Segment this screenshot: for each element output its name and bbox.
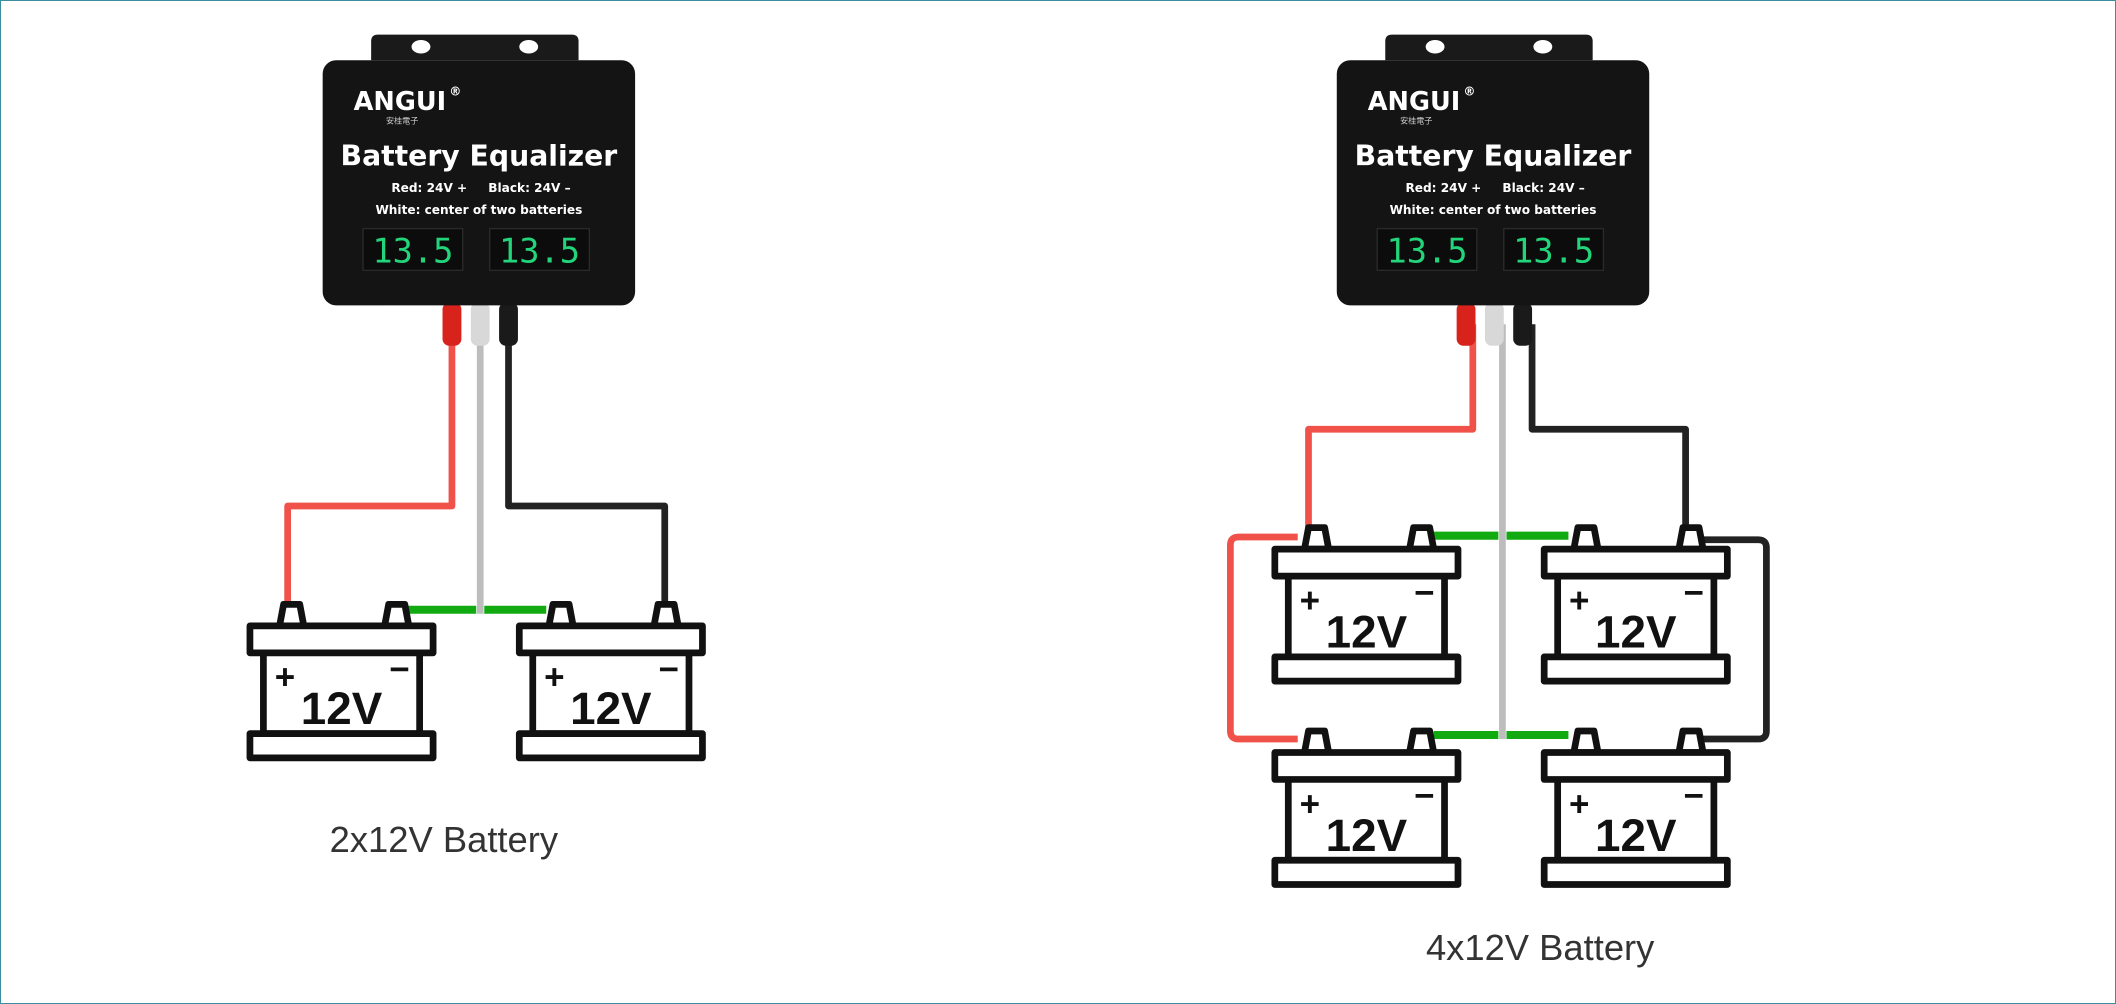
red-lead bbox=[1456, 302, 1476, 346]
battery-voltage: 12V bbox=[1326, 810, 1408, 861]
battery-body bbox=[1284, 570, 1448, 661]
battery-12v: + −12V bbox=[515, 600, 706, 762]
white-lead bbox=[1484, 302, 1504, 346]
brand-logo: ANGUI bbox=[1368, 87, 1460, 117]
battery-base bbox=[1271, 653, 1462, 685]
device-title: Battery Equalizer bbox=[1355, 139, 1632, 172]
battery-lid bbox=[1271, 545, 1462, 580]
brand-subtitle: 安桂電子 bbox=[1400, 116, 1432, 126]
label-red: Red: 24V + bbox=[1405, 181, 1481, 195]
voltage-readout: 13.5 bbox=[1513, 231, 1594, 270]
label-black: Black: 24V – bbox=[1502, 181, 1584, 195]
device-title: Battery Equalizer bbox=[341, 139, 618, 172]
plus-sign: + bbox=[1569, 785, 1589, 824]
caption-2x12v: 2x12V Battery bbox=[330, 819, 559, 860]
plus-sign: + bbox=[1569, 581, 1589, 620]
mounting-bracket bbox=[1385, 34, 1593, 61]
label-white: White: center of two batteries bbox=[375, 203, 582, 217]
battery-lid bbox=[1271, 749, 1462, 783]
mount-hole bbox=[1533, 40, 1553, 54]
registered-mark: ® bbox=[449, 84, 461, 98]
battery-voltage: 12V bbox=[1595, 606, 1677, 657]
mount-hole bbox=[1425, 40, 1445, 54]
black-lead bbox=[499, 302, 518, 346]
battery-voltage: 12V bbox=[301, 683, 383, 734]
battery-12v: + −12V bbox=[1540, 524, 1731, 685]
minus-sign: − bbox=[389, 650, 409, 689]
voltage-readout: 13.5 bbox=[499, 231, 580, 270]
plus-sign: + bbox=[275, 658, 295, 697]
battery-lid bbox=[1540, 749, 1731, 783]
white-lead bbox=[470, 302, 490, 346]
black-lead bbox=[1513, 302, 1533, 346]
battery-lid bbox=[515, 622, 706, 657]
brand-logo: ANGUI bbox=[354, 87, 446, 117]
minus-sign: − bbox=[1683, 777, 1703, 816]
red-wire bbox=[284, 324, 456, 608]
voltage-readout: 13.5 bbox=[372, 231, 453, 270]
battery-lid bbox=[1540, 545, 1731, 580]
battery-body bbox=[529, 646, 693, 738]
batteries: +−12V+−12V+−12V+−12V+−12V+−12V bbox=[246, 524, 1731, 888]
battery-base bbox=[246, 730, 437, 762]
voltage-display bbox=[1376, 227, 1478, 272]
battery-12v: + −12V bbox=[1540, 727, 1731, 888]
label-black: Black: 24V – bbox=[488, 181, 570, 195]
black-wire bbox=[1528, 324, 1689, 529]
mount-hole bbox=[519, 40, 539, 54]
battery-body bbox=[260, 646, 423, 738]
voltage-readout: 13.5 bbox=[1386, 231, 1467, 270]
minus-sign: − bbox=[659, 650, 679, 689]
minus-sign: − bbox=[1683, 573, 1703, 612]
plus-sign: + bbox=[1300, 785, 1320, 824]
voltage-display bbox=[1503, 227, 1605, 272]
minus-sign: − bbox=[1414, 777, 1434, 816]
label-white: White: center of two batteries bbox=[1390, 203, 1597, 217]
battery-voltage: 12V bbox=[1326, 606, 1408, 657]
battery-lid bbox=[246, 622, 437, 657]
battery-12v: + −12V bbox=[1271, 727, 1462, 888]
plus-sign: + bbox=[1300, 581, 1320, 620]
registered-mark: ® bbox=[1463, 84, 1475, 98]
red-parallel-wire bbox=[1227, 533, 1298, 743]
battery-base bbox=[1271, 856, 1462, 888]
minus-sign: − bbox=[1414, 573, 1434, 612]
label-red: Red: 24V + bbox=[391, 181, 467, 195]
black-wire bbox=[505, 324, 669, 608]
wires-2x12v bbox=[284, 324, 669, 614]
battery-base bbox=[1540, 653, 1731, 685]
caption-4x12v: 4x12V Battery bbox=[1426, 927, 1655, 968]
battery-12v: + −12V bbox=[1271, 524, 1462, 685]
battery-base bbox=[1540, 856, 1731, 888]
battery-voltage: 12V bbox=[570, 683, 652, 734]
battery-12v: + −12V bbox=[246, 600, 437, 762]
plus-sign: + bbox=[544, 658, 564, 697]
voltage-display bbox=[362, 227, 464, 272]
red-lead bbox=[442, 302, 462, 346]
battery-voltage: 12V bbox=[1595, 810, 1677, 861]
wires-4x12v bbox=[1227, 324, 1770, 743]
mount-hole bbox=[411, 40, 431, 54]
brand-subtitle: 安桂電子 bbox=[386, 116, 418, 126]
voltage-display bbox=[488, 227, 590, 272]
red-wire bbox=[1305, 324, 1477, 529]
mounting-bracket bbox=[371, 34, 579, 61]
battery-base bbox=[515, 730, 706, 762]
black-parallel-wire bbox=[1701, 536, 1770, 743]
